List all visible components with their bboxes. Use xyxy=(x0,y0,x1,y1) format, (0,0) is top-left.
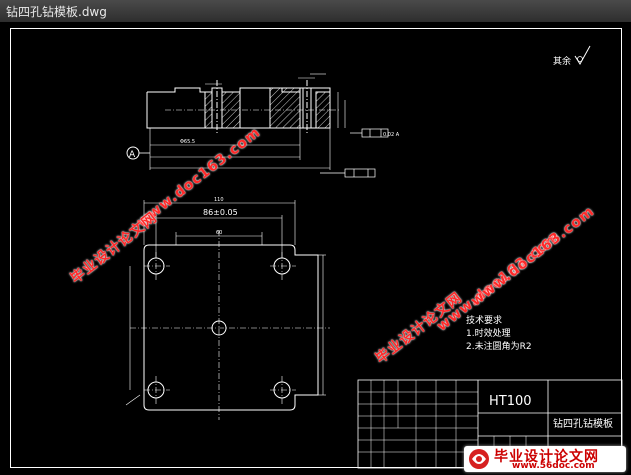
inner-width-label: 60 xyxy=(216,230,222,236)
window-title: 钻四孔钻模板.dwg xyxy=(6,5,107,19)
overall-width-label: 110 xyxy=(214,197,224,203)
site-logo-name: 毕业设计论文网 xyxy=(494,449,599,465)
site-logo-icon xyxy=(469,449,489,469)
hole-spacing-label: 86±0.05 xyxy=(203,208,238,217)
tech-item-2: 2.未注圆角为R2 xyxy=(466,340,532,352)
bore-diameter-label: Φ65.5 xyxy=(180,139,195,145)
plan-view xyxy=(125,200,330,420)
material-label: HT100 xyxy=(489,394,532,409)
tolerance-frame-label: 0.02 A xyxy=(383,132,400,138)
tech-item-1: 1.时效处理 xyxy=(466,327,511,339)
datum-marker: A xyxy=(126,146,150,160)
drawing-frame xyxy=(10,28,622,468)
surface-finish-label: 其余 xyxy=(553,55,571,67)
technical-requirements: 技术要求 1.时效处理 2.未注圆角为R2 xyxy=(466,314,532,352)
site-logo-url: www.56doc.com xyxy=(512,461,595,471)
datum-label: A xyxy=(129,150,136,160)
tech-heading: 技术要求 xyxy=(466,314,502,326)
surface-finish-symbol: 其余 xyxy=(553,45,591,67)
tolerance-frames xyxy=(320,128,389,178)
section-view xyxy=(146,73,346,170)
part-name-label: 钻四孔钻模板 xyxy=(553,417,613,430)
site-logo: 毕业设计论文网 www.56doc.com xyxy=(464,446,626,472)
